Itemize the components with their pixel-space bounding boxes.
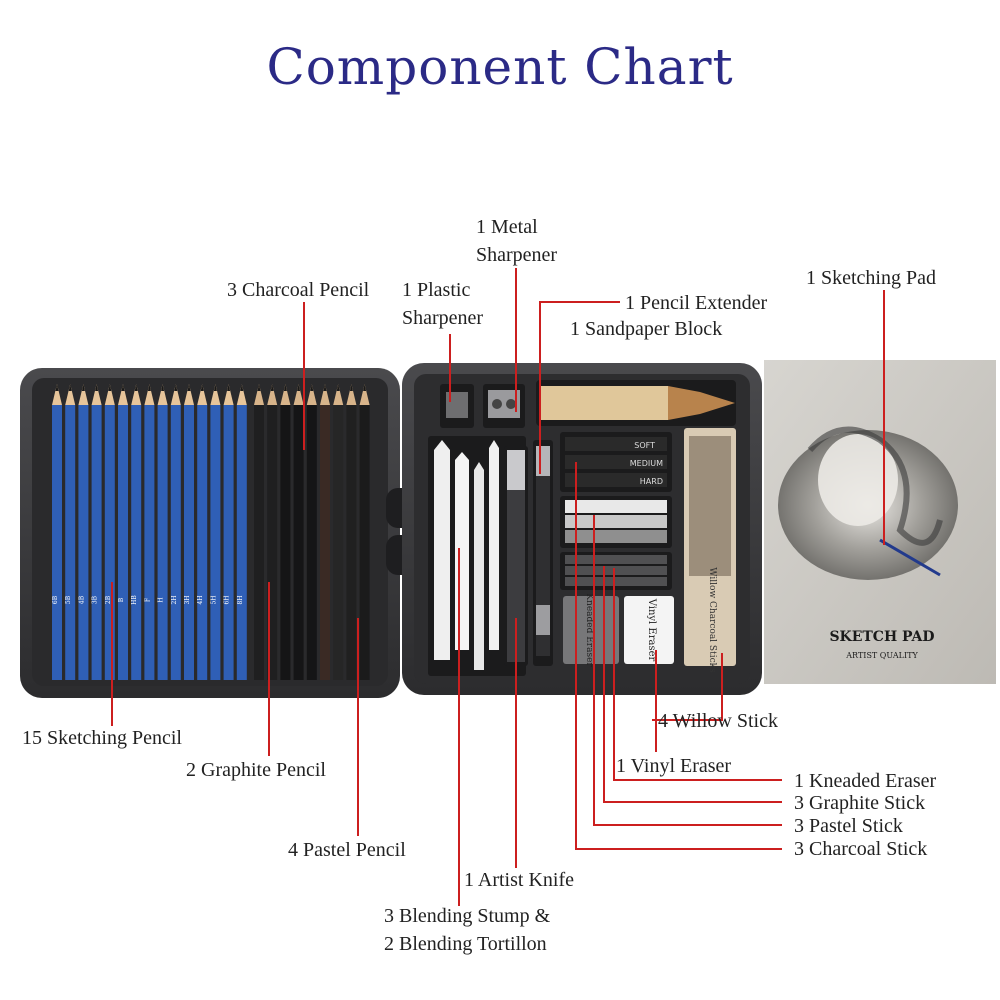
sketching-pencil: 6B bbox=[52, 384, 62, 680]
leader-lines bbox=[111, 268, 885, 906]
sketching-pencil: B bbox=[118, 384, 128, 680]
label-blending: 3 Blending Stump & 2 Blending Tortillon bbox=[384, 905, 551, 955]
sketching-pencil: 3H bbox=[184, 384, 194, 680]
charcoal-graphite-pastel-pencils bbox=[254, 384, 370, 680]
label-sketching-pencil: 15 Sketching Pencil bbox=[22, 727, 182, 749]
leader-charcoal-stick bbox=[575, 462, 782, 850]
left-case: 6B 5B 4B 3B 2B B HB F H 2H 3H 4H 5H 6H 8H bbox=[20, 368, 400, 698]
sketching-pencils: 6B 5B 4B 3B 2B B HB F H 2H 3H 4H 5H 6H 8H bbox=[52, 384, 247, 680]
label-graphite-stick: 3 Graphite Stick bbox=[794, 792, 926, 814]
dark-pencil bbox=[320, 384, 330, 680]
sketching-pencil: 6H bbox=[223, 384, 234, 680]
label-artist-knife: 1 Artist Knife bbox=[464, 869, 574, 891]
label-charcoal-stick: 3 Charcoal Stick bbox=[794, 838, 928, 860]
label-kneaded-eraser: 1 Kneaded Eraser bbox=[794, 770, 937, 792]
graphite-sticks bbox=[560, 552, 672, 590]
label-sandpaper-block: 1 Sandpaper Block bbox=[570, 318, 723, 340]
artist-knife bbox=[504, 446, 528, 666]
right-case: SOFT MEDIUM HARD Kneaded Eraser Vinyl Er… bbox=[402, 363, 762, 695]
pencil-grade-label: 3H bbox=[184, 595, 191, 604]
sketching-pencil: 4H bbox=[197, 384, 208, 680]
willow-sticks-box: Willow Charcoal Sticks bbox=[684, 428, 736, 673]
label-pencil-extender: 1 Pencil Extender bbox=[625, 292, 768, 314]
label-graphite-pencil: 2 Graphite Pencil bbox=[186, 759, 326, 781]
pencil-grade-label: 2B bbox=[105, 595, 112, 604]
dark-pencil bbox=[267, 384, 278, 680]
sketching-pencil: H bbox=[157, 384, 168, 680]
dark-pencil bbox=[254, 384, 264, 680]
sketching-pencil: 5B bbox=[65, 384, 76, 680]
willow-box-text: Willow Charcoal Sticks bbox=[707, 567, 717, 673]
label-pastel-pencil: 4 Pastel Pencil bbox=[288, 839, 406, 861]
sandpaper-block bbox=[536, 380, 736, 426]
label-willow-stick: 4 Willow Stick bbox=[658, 710, 778, 732]
dark-pencil bbox=[359, 384, 370, 680]
charcoal-sticks: SOFT MEDIUM HARD bbox=[560, 432, 672, 492]
label-metal-sharpener: 1 Metal Sharpener bbox=[476, 216, 558, 266]
kneaded-eraser-text: Kneaded Eraser bbox=[584, 593, 594, 667]
label-charcoal-pencil: 3 Charcoal Pencil bbox=[227, 279, 370, 301]
label-plastic-sharpener: 1 Plastic Sharpener bbox=[402, 279, 484, 329]
pastel-sticks bbox=[560, 496, 672, 548]
pencil-grade-label: H bbox=[158, 597, 165, 602]
stick-label-soft: SOFT bbox=[634, 441, 655, 450]
dark-pencil bbox=[346, 384, 357, 680]
plastic-sharpener bbox=[440, 384, 474, 428]
sketching-pencil: 2B bbox=[104, 384, 115, 680]
sketching-pencil: 2H bbox=[170, 384, 181, 680]
pencil-grade-label: 6H bbox=[224, 595, 231, 604]
sketching-pencil: 8H bbox=[236, 384, 247, 680]
pad-subtitle: ARTIST QUALITY bbox=[845, 651, 918, 660]
stick-label-medium: MEDIUM bbox=[630, 459, 663, 468]
vinyl-eraser-text: Vinyl Eraser bbox=[646, 598, 657, 662]
stick-label-hard: HARD bbox=[640, 477, 663, 486]
leader-kneaded-eraser bbox=[613, 568, 782, 781]
pad-title: SKETCH PAD bbox=[829, 629, 934, 645]
page-title: Component Chart bbox=[266, 38, 734, 96]
vinyl-eraser: Vinyl Eraser bbox=[624, 596, 674, 664]
pencil-grade-label: 4H bbox=[197, 595, 204, 604]
sketching-pencil: 4B bbox=[78, 384, 89, 680]
pencil-grade-label: 8H bbox=[237, 595, 244, 604]
sketch-pad: SKETCH PAD ARTIST QUALITY bbox=[764, 360, 996, 684]
leader-pastel-stick bbox=[593, 515, 782, 826]
pencil-grade-label: 5B bbox=[65, 595, 72, 604]
leader-pencil-extender bbox=[539, 301, 620, 474]
sketching-pencil: HB bbox=[131, 384, 142, 680]
pencil-grade-label: 2H bbox=[171, 595, 178, 604]
pencil-grade-label: 6B bbox=[52, 595, 59, 604]
dark-pencil bbox=[280, 384, 291, 680]
label-sketching-pad: 1 Sketching Pad bbox=[806, 267, 936, 289]
sketching-pencil: 3B bbox=[91, 384, 102, 680]
dark-pencil bbox=[306, 384, 317, 680]
sketching-pencil: 5H bbox=[210, 384, 221, 680]
leader-graphite-stick bbox=[603, 566, 782, 803]
pencil-extender bbox=[533, 440, 553, 666]
pencil-grade-label: B bbox=[118, 597, 125, 602]
label-vinyl-eraser: 1 Vinyl Eraser bbox=[616, 755, 732, 777]
pencil-grade-label: 5H bbox=[210, 595, 217, 604]
pencil-grade-label: 4B bbox=[78, 595, 85, 604]
label-pastel-stick: 3 Pastel Stick bbox=[794, 815, 903, 837]
pencil-grade-label: 3B bbox=[92, 595, 99, 604]
leader-willow-stick bbox=[652, 653, 723, 721]
blending-tools bbox=[428, 436, 526, 676]
metal-sharpener bbox=[483, 384, 525, 428]
pencil-grade-label: HB bbox=[131, 595, 138, 605]
sketching-pencil: F bbox=[144, 384, 155, 680]
kneaded-eraser: Kneaded Eraser bbox=[563, 593, 619, 667]
dark-pencil bbox=[293, 384, 304, 680]
pencil-grade-label: F bbox=[144, 598, 151, 602]
dark-pencil bbox=[333, 384, 344, 680]
